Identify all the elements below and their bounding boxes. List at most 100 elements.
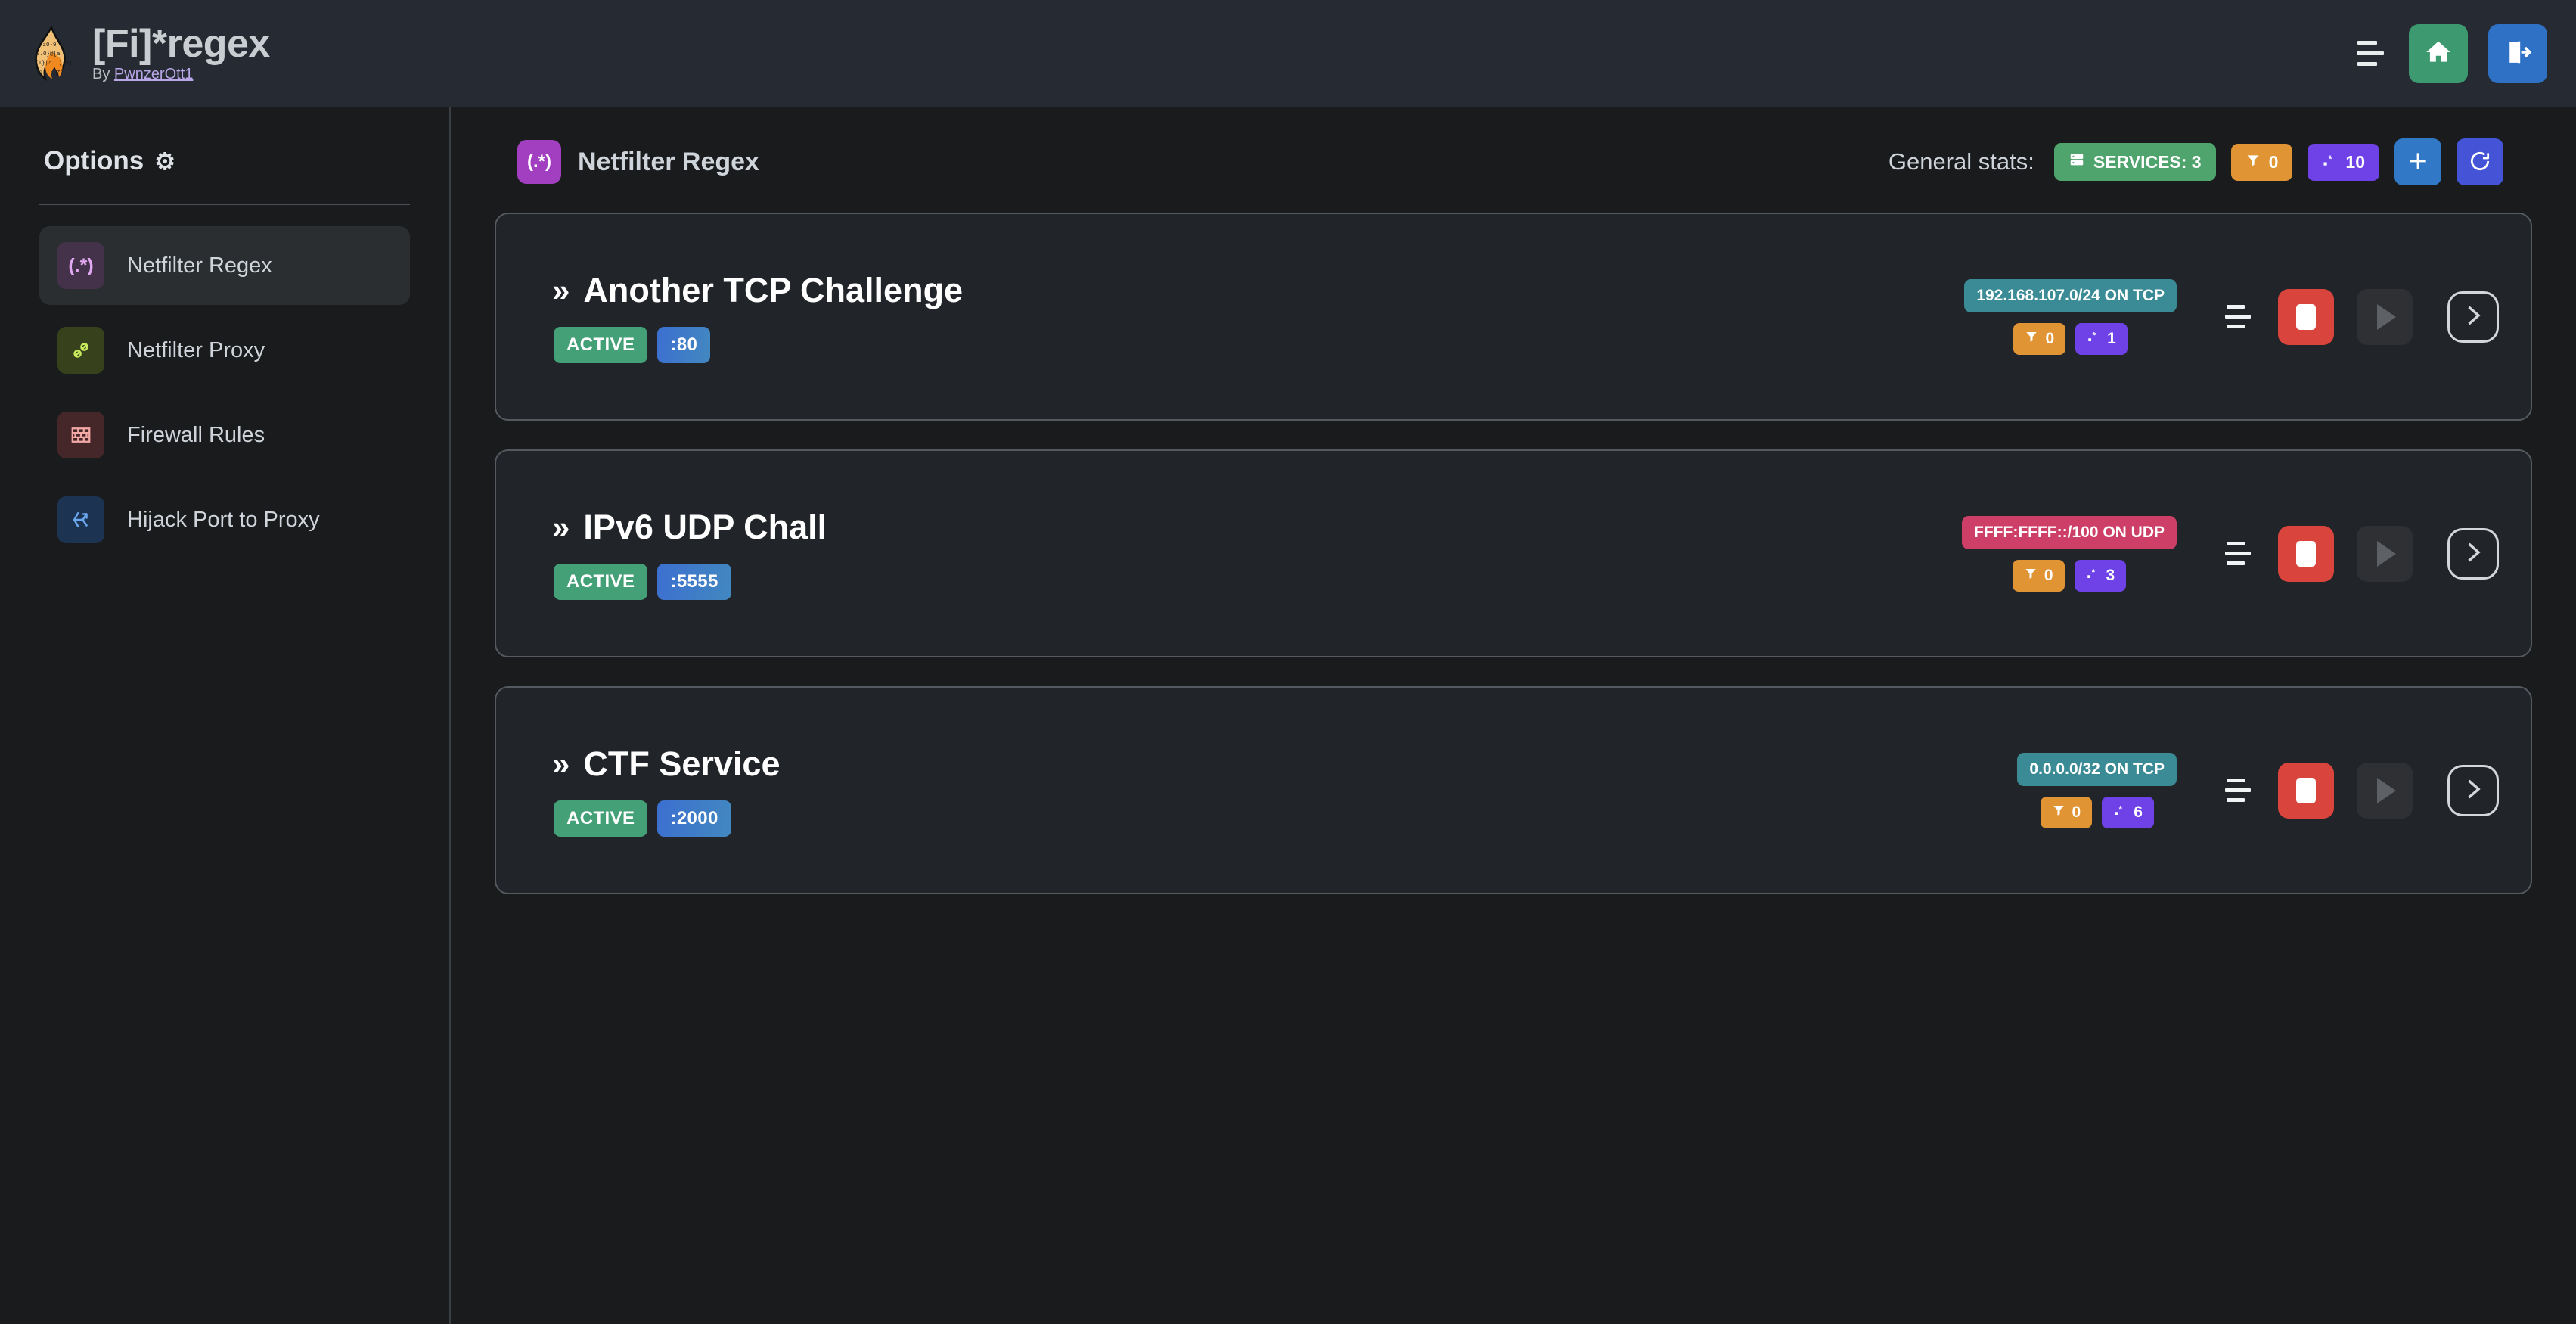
service-actions: 0.0.0.0/32 ON TCP 0 * 6 xyxy=(2017,752,2499,828)
sidebar: Options ⚙ (.*) Netfilter Regex Netfilter… xyxy=(0,107,451,1324)
play-button xyxy=(2357,525,2413,582)
svg-text:*: * xyxy=(2119,803,2123,814)
regex-count-value: 6 xyxy=(2134,803,2143,821)
logout-button[interactable] xyxy=(2488,23,2547,83)
port-badge: :5555 xyxy=(657,563,731,600)
service-title: » CTF Service xyxy=(552,744,780,784)
branch-arrow-icon xyxy=(57,496,104,543)
play-icon xyxy=(2377,540,2396,567)
filter-count-badge: 0 xyxy=(2040,796,2093,828)
stop-button[interactable] xyxy=(2278,525,2334,582)
filter-count-value: 0 xyxy=(2044,566,2053,584)
hamburger-menu-icon[interactable] xyxy=(2352,38,2388,70)
drag-handle-icon[interactable] xyxy=(2221,535,2255,573)
filter-count-badge: 0 xyxy=(2013,322,2066,355)
home-button[interactable] xyxy=(2409,23,2468,83)
regex-count-badge: * 10 xyxy=(2308,143,2379,181)
open-details-button[interactable] xyxy=(2447,291,2499,343)
home-icon xyxy=(2424,38,2453,69)
stop-button[interactable] xyxy=(2278,762,2334,819)
filter-count-badge: 0 xyxy=(2230,143,2293,181)
network-badge: FFFF:FFFF::/100 ON UDP xyxy=(1962,515,2177,549)
svg-text:*: * xyxy=(2093,330,2096,340)
general-stats-label: General stats: xyxy=(1888,148,2034,175)
double-chevron-icon: » xyxy=(552,745,570,782)
refresh-button[interactable] xyxy=(2457,138,2503,185)
sidebar-item-label: Netfilter Regex xyxy=(127,253,272,278)
open-details-button[interactable] xyxy=(2447,764,2499,816)
refresh-icon xyxy=(2468,149,2492,176)
svg-text:{1 '- z}: {1 '- z} xyxy=(36,70,64,76)
counter-badges: 0 * 1 xyxy=(2013,322,2128,355)
play-button xyxy=(2357,288,2413,345)
regex-dot-star-icon: * xyxy=(2113,803,2127,822)
service-list: » Another TCP Challenge ACTIVE :80 192.1… xyxy=(495,213,2532,894)
sidebar-item-label: Netfilter Proxy xyxy=(127,337,265,362)
service-card[interactable]: » CTF Service ACTIVE :2000 0.0.0.0/32 ON… xyxy=(495,686,2532,894)
service-tags: ACTIVE :5555 xyxy=(552,563,827,600)
header-actions xyxy=(2352,23,2547,83)
stop-icon xyxy=(2296,303,2316,330)
main-content: (.*) Netfilter Regex General stats: SERV… xyxy=(451,107,2576,1324)
sidebar-item-netfilter-regex[interactable]: (.*) Netfilter Regex xyxy=(39,226,410,305)
regex-count-badge: * 6 xyxy=(2102,796,2154,828)
status-badge: ACTIVE xyxy=(554,326,648,363)
general-stats: General stats: SERVICES: 3 0 * xyxy=(1889,138,2503,185)
service-badges: 0.0.0.0/32 ON TCP 0 * 6 xyxy=(2017,752,2177,828)
service-card[interactable]: » Another TCP Challenge ACTIVE :80 192.1… xyxy=(495,213,2532,421)
author-link[interactable]: PwnzerOtt1 xyxy=(113,66,194,83)
counter-badges: 0 * 3 xyxy=(2012,559,2127,592)
double-chevron-icon: » xyxy=(552,508,570,545)
svg-text:*: * xyxy=(2329,153,2333,164)
service-badges: 192.168.107.0/24 ON TCP 0 * 1 xyxy=(1964,278,2177,355)
chevron-right-icon xyxy=(2460,303,2486,331)
section-title: Netfilter Regex xyxy=(578,147,759,176)
funnel-icon xyxy=(2024,567,2038,585)
flame-regex-logo-icon: -z0-9 2.0}@[a {1}|^. )-9] {1 '- z} xyxy=(27,24,76,82)
plus-icon xyxy=(2406,149,2430,176)
svg-text:{1}|^. )-9]: {1}|^. )-9] xyxy=(35,60,73,67)
filter-count-badge: 0 xyxy=(2012,559,2065,592)
main-toolbar: (.*) Netfilter Regex General stats: SERV… xyxy=(495,138,2532,185)
service-name: CTF Service xyxy=(583,744,781,783)
regex-count-badge: * 1 xyxy=(2075,322,2128,355)
chevron-right-icon xyxy=(2460,776,2486,804)
byline-prefix: By xyxy=(92,66,114,83)
funnel-icon xyxy=(2245,152,2261,172)
funnel-icon xyxy=(2052,803,2065,822)
byline: By PwnzerOtt1 xyxy=(92,66,270,83)
sidebar-heading-label: Options xyxy=(44,146,144,176)
gear-icon[interactable]: ⚙ xyxy=(154,148,176,175)
sidebar-item-firewall-rules[interactable]: Firewall Rules xyxy=(39,396,410,474)
brand-text: [Fi]*regex By PwnzerOtt1 xyxy=(92,23,270,84)
service-actions: FFFF:FFFF::/100 ON UDP 0 * 3 xyxy=(1962,515,2499,592)
service-title: » Another TCP Challenge xyxy=(552,271,963,310)
double-chevron-icon: » xyxy=(552,272,570,308)
open-details-button[interactable] xyxy=(2447,527,2499,580)
filter-count-value: 0 xyxy=(2268,151,2279,172)
brand: -z0-9 2.0}@[a {1}|^. )-9] {1 '- z} [Fi]*… xyxy=(27,23,270,84)
status-badge: ACTIVE xyxy=(554,800,648,837)
add-service-button[interactable] xyxy=(2394,138,2441,185)
brick-wall-icon xyxy=(57,412,104,458)
stop-button[interactable] xyxy=(2278,288,2334,345)
sidebar-item-hijack-port-to-proxy[interactable]: Hijack Port to Proxy xyxy=(39,480,410,559)
service-info: » IPv6 UDP Chall ACTIVE :5555 xyxy=(552,508,827,600)
network-badge: 0.0.0.0/32 ON TCP xyxy=(2017,752,2177,786)
status-badge: ACTIVE xyxy=(554,563,648,600)
network-badge: 192.168.107.0/24 ON TCP xyxy=(1964,278,2177,312)
stop-icon xyxy=(2296,777,2316,803)
regex-icon: (.*) xyxy=(517,140,561,184)
regex-dot-star-icon: * xyxy=(2086,567,2100,585)
play-icon xyxy=(2377,777,2396,803)
drag-handle-icon[interactable] xyxy=(2221,298,2255,336)
filter-count-value: 0 xyxy=(2072,803,2081,821)
service-title: » IPv6 UDP Chall xyxy=(552,508,827,547)
regex-count-badge: * 3 xyxy=(2074,559,2127,592)
service-card[interactable]: » IPv6 UDP Chall ACTIVE :5555 FFFF:FFFF:… xyxy=(495,449,2532,657)
drag-handle-icon[interactable] xyxy=(2221,772,2255,810)
server-icon xyxy=(2069,151,2085,172)
sidebar-item-netfilter-proxy[interactable]: Netfilter Proxy xyxy=(39,311,410,390)
service-actions: 192.168.107.0/24 ON TCP 0 * 1 xyxy=(1964,278,2499,355)
sidebar-heading: Options ⚙ xyxy=(39,146,410,176)
